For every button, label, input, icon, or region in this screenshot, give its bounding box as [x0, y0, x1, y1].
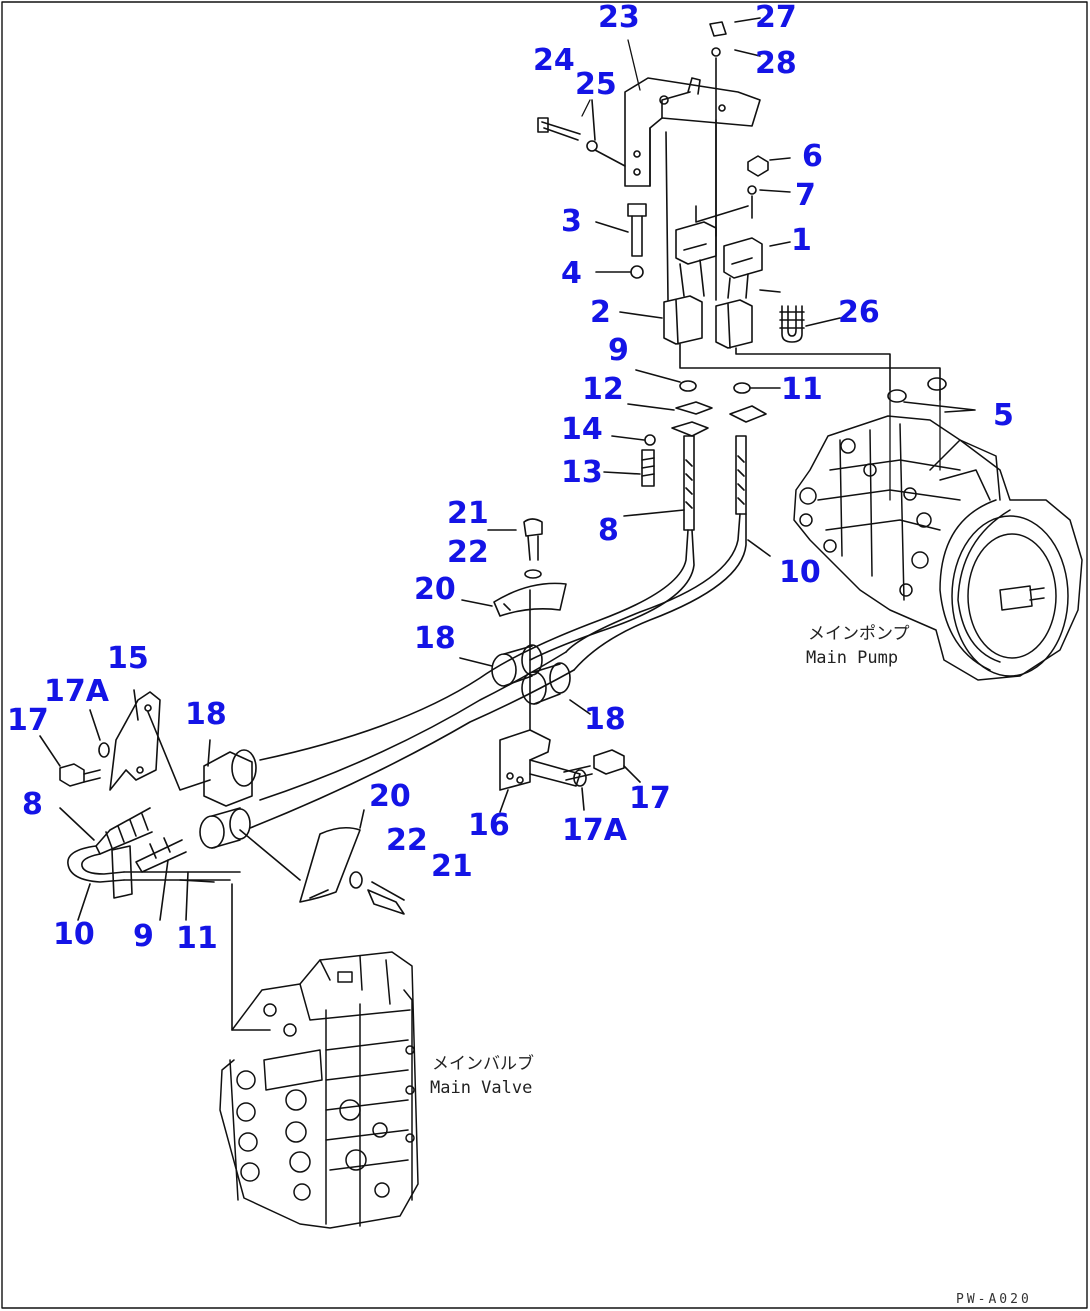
callout-12: 12 [582, 372, 624, 407]
callout-15: 15 [107, 641, 149, 676]
callout-24: 24 [533, 43, 575, 78]
callout-21-upper: 21 [447, 496, 489, 531]
callout-28: 28 [755, 46, 797, 81]
clamp-20-lower [239, 809, 405, 915]
callout-27-23: 23 [598, 0, 640, 35]
callout-17-right: 17 [629, 781, 671, 816]
callout-1: 1 [791, 223, 812, 258]
split-flange-12 [611, 401, 767, 446]
callout-9-upper: 9 [608, 333, 629, 368]
callout-25: 25 [575, 67, 617, 102]
main-pump [793, 415, 1083, 681]
callout-20-lower: 20 [369, 779, 411, 814]
bracket-15 [109, 689, 211, 791]
bolt-13 [603, 449, 655, 487]
callout-5: 5 [993, 398, 1014, 433]
callout-17A-right: 17A [562, 813, 627, 848]
fitting-1 [665, 119, 791, 301]
callout-9-lower: 9 [133, 919, 154, 954]
callout-3: 3 [561, 204, 582, 239]
callout-22-upper: 22 [447, 535, 489, 570]
hose-8 [259, 435, 695, 761]
callout-27: 27 [755, 0, 797, 35]
callout-2: 2 [590, 295, 611, 330]
nut-6 [747, 155, 791, 219]
callout-8-upper: 8 [598, 513, 619, 548]
callout-11-upper: 11 [781, 372, 823, 407]
bracket-16 [499, 695, 581, 813]
callout-16: 16 [468, 808, 510, 843]
callout-13: 13 [561, 455, 603, 490]
bolt-3 [595, 203, 647, 279]
main-pump-caption-en: Main Pump [806, 648, 899, 668]
main-valve-caption-jp: メインバルブ [432, 1054, 534, 1074]
callout-21-lower: 21 [431, 849, 473, 884]
callout-6: 6 [802, 139, 823, 174]
bracket-23 [624, 77, 761, 187]
o-rings [635, 369, 976, 413]
bolt-17-right [563, 749, 641, 811]
leader-lines [581, 39, 941, 501]
callout-10-upper: 10 [779, 555, 821, 590]
clamp-20-upper [461, 582, 567, 697]
cushion-18-left [199, 739, 257, 849]
callout-17-left: 17 [7, 703, 49, 738]
main-valve-caption-en: Main Valve [430, 1078, 533, 1098]
callout-10-lower: 10 [53, 917, 95, 952]
main-valve [219, 951, 419, 1229]
callout-18-left: 18 [185, 697, 227, 732]
bolt-24 [537, 99, 626, 167]
bolt-21-upper [487, 518, 543, 579]
callout-14: 14 [561, 412, 603, 447]
u-clip-26 [759, 289, 841, 343]
bolt-17-left [39, 709, 110, 787]
cushion-18-middle [459, 644, 591, 715]
callout-7: 7 [795, 178, 816, 213]
drawing-code: PW-A020 [956, 1292, 1032, 1307]
callout-18-right: 18 [584, 702, 626, 737]
callout-22-lower: 22 [386, 823, 428, 858]
hose-10 [249, 435, 771, 829]
callout-4: 4 [561, 256, 582, 291]
main-pump-caption-jp: メインポンプ [808, 624, 910, 644]
callout-18-upper: 18 [414, 621, 456, 656]
callout-17A-left: 17A [44, 674, 109, 709]
callout-20-upper: 20 [414, 572, 456, 607]
callout-8-lower: 8 [22, 787, 43, 822]
callout-26: 26 [838, 295, 880, 330]
callout-11-lower: 11 [176, 921, 218, 956]
flange-2 [619, 295, 941, 401]
